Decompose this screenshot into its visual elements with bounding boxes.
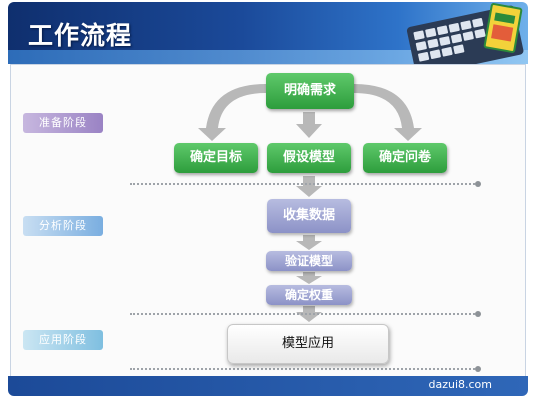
arrow-to-verify <box>296 235 322 250</box>
footer-site: dazui8.com <box>428 378 492 391</box>
separator-3 <box>130 368 478 370</box>
arrow-to-weights <box>296 272 322 284</box>
keyboard-image <box>406 3 524 64</box>
node-apply-model: 模型应用 <box>227 324 389 364</box>
node-clarify-requirements: 明确需求 <box>266 73 354 109</box>
footer-bar: dazui8.com <box>8 376 528 396</box>
node-hypothesis-model: 假设模型 <box>267 143 351 173</box>
node-verify-model: 验证模型 <box>266 251 352 271</box>
stage-label-analysis: 分析阶段 <box>23 216 103 236</box>
header-wave <box>8 50 528 64</box>
stage-label-application: 应用阶段 <box>23 330 103 350</box>
header-banner: 工作流程 <box>8 2 528 64</box>
separator-3-end <box>475 366 481 372</box>
separator-2-end <box>475 311 481 317</box>
arrow-to-collect <box>296 176 322 197</box>
arrow-to-questionnaire <box>354 84 422 141</box>
separator-1 <box>130 183 478 185</box>
stage-label-prep: 准备阶段 <box>23 113 103 133</box>
node-collect-data: 收集数据 <box>267 199 351 233</box>
arrow-to-goal <box>198 84 266 141</box>
separator-1-end <box>475 181 481 187</box>
node-set-weights: 确定权重 <box>266 285 352 305</box>
node-set-goals: 确定目标 <box>174 143 258 173</box>
separator-2 <box>130 313 478 315</box>
node-questionnaire: 确定问卷 <box>363 143 447 173</box>
page-title: 工作流程 <box>28 21 133 50</box>
arrow-to-hypothesis <box>296 112 322 138</box>
